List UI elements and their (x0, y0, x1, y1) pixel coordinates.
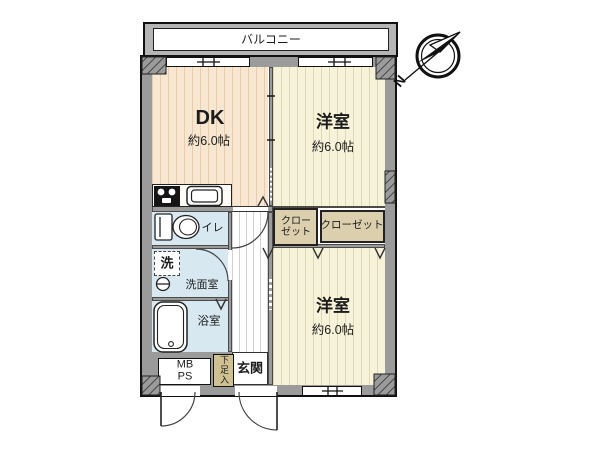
shoe-cabinet-label: 下足入 (219, 355, 230, 385)
partition-dk-bedroom (269, 67, 273, 206)
meter-box (158, 358, 211, 385)
closet-small (273, 208, 318, 246)
wall-washroom-bottom (152, 297, 232, 301)
closet-large (320, 210, 385, 243)
window-bedroom-upper (298, 57, 373, 67)
dk-door-opening (233, 206, 268, 212)
room-entrance (232, 352, 268, 385)
closet-large-label: クローゼット (320, 219, 384, 232)
closet-small-line2: ゼット (281, 227, 311, 238)
bedroom-upper-label: 洋室 (316, 112, 350, 132)
entrance-door-arc (238, 391, 278, 431)
entrance-door-opening (235, 386, 277, 396)
meter-box-label: MB PS (177, 359, 194, 384)
balcony-label: バルコニー (241, 32, 301, 47)
balcony-floor (153, 28, 389, 51)
mb-door-opening (160, 386, 200, 396)
entrance-label: 玄関 (236, 360, 264, 376)
bedroom-lower-size-label: 約6.0帖 (311, 323, 355, 337)
closet-small-line1: クロー (281, 215, 311, 227)
wall-closet-top (273, 206, 385, 208)
washroom-label: 洗面室 (185, 278, 219, 291)
compass-icon: N (390, 31, 461, 90)
kitchen-counter (152, 184, 232, 207)
wall-toilet-bottom (152, 245, 232, 249)
meter-box-line1: MB (176, 358, 194, 371)
closet-small-label: クロー ゼット (281, 216, 311, 238)
mb-door-arc (160, 391, 196, 427)
bathroom-label: 浴室 (197, 315, 221, 328)
laundry-label: 洗 (160, 255, 174, 271)
wall-dk-bottom (152, 206, 273, 212)
bedroom-upper-size-label: 約6.0帖 (311, 140, 355, 154)
toilet-label: トイレ (190, 221, 224, 234)
wall-closet-bottom (273, 244, 385, 248)
washroom-door-opening (228, 250, 232, 280)
washing-machine-box (154, 251, 180, 276)
dk-label: DK (195, 106, 225, 129)
bedroom-lower-label: 洋室 (316, 296, 350, 316)
window-bedroom-lower (302, 386, 362, 396)
meter-box-line2: PS (177, 371, 193, 383)
room-bedroom-lower (273, 248, 385, 385)
wall-hall-left (228, 212, 232, 352)
hallway (232, 212, 268, 352)
room-bedroom-upper (273, 67, 385, 206)
dk-size-label: 約6.0帖 (187, 134, 231, 148)
window-dk (166, 57, 250, 67)
shoe-cabinet (213, 354, 234, 387)
